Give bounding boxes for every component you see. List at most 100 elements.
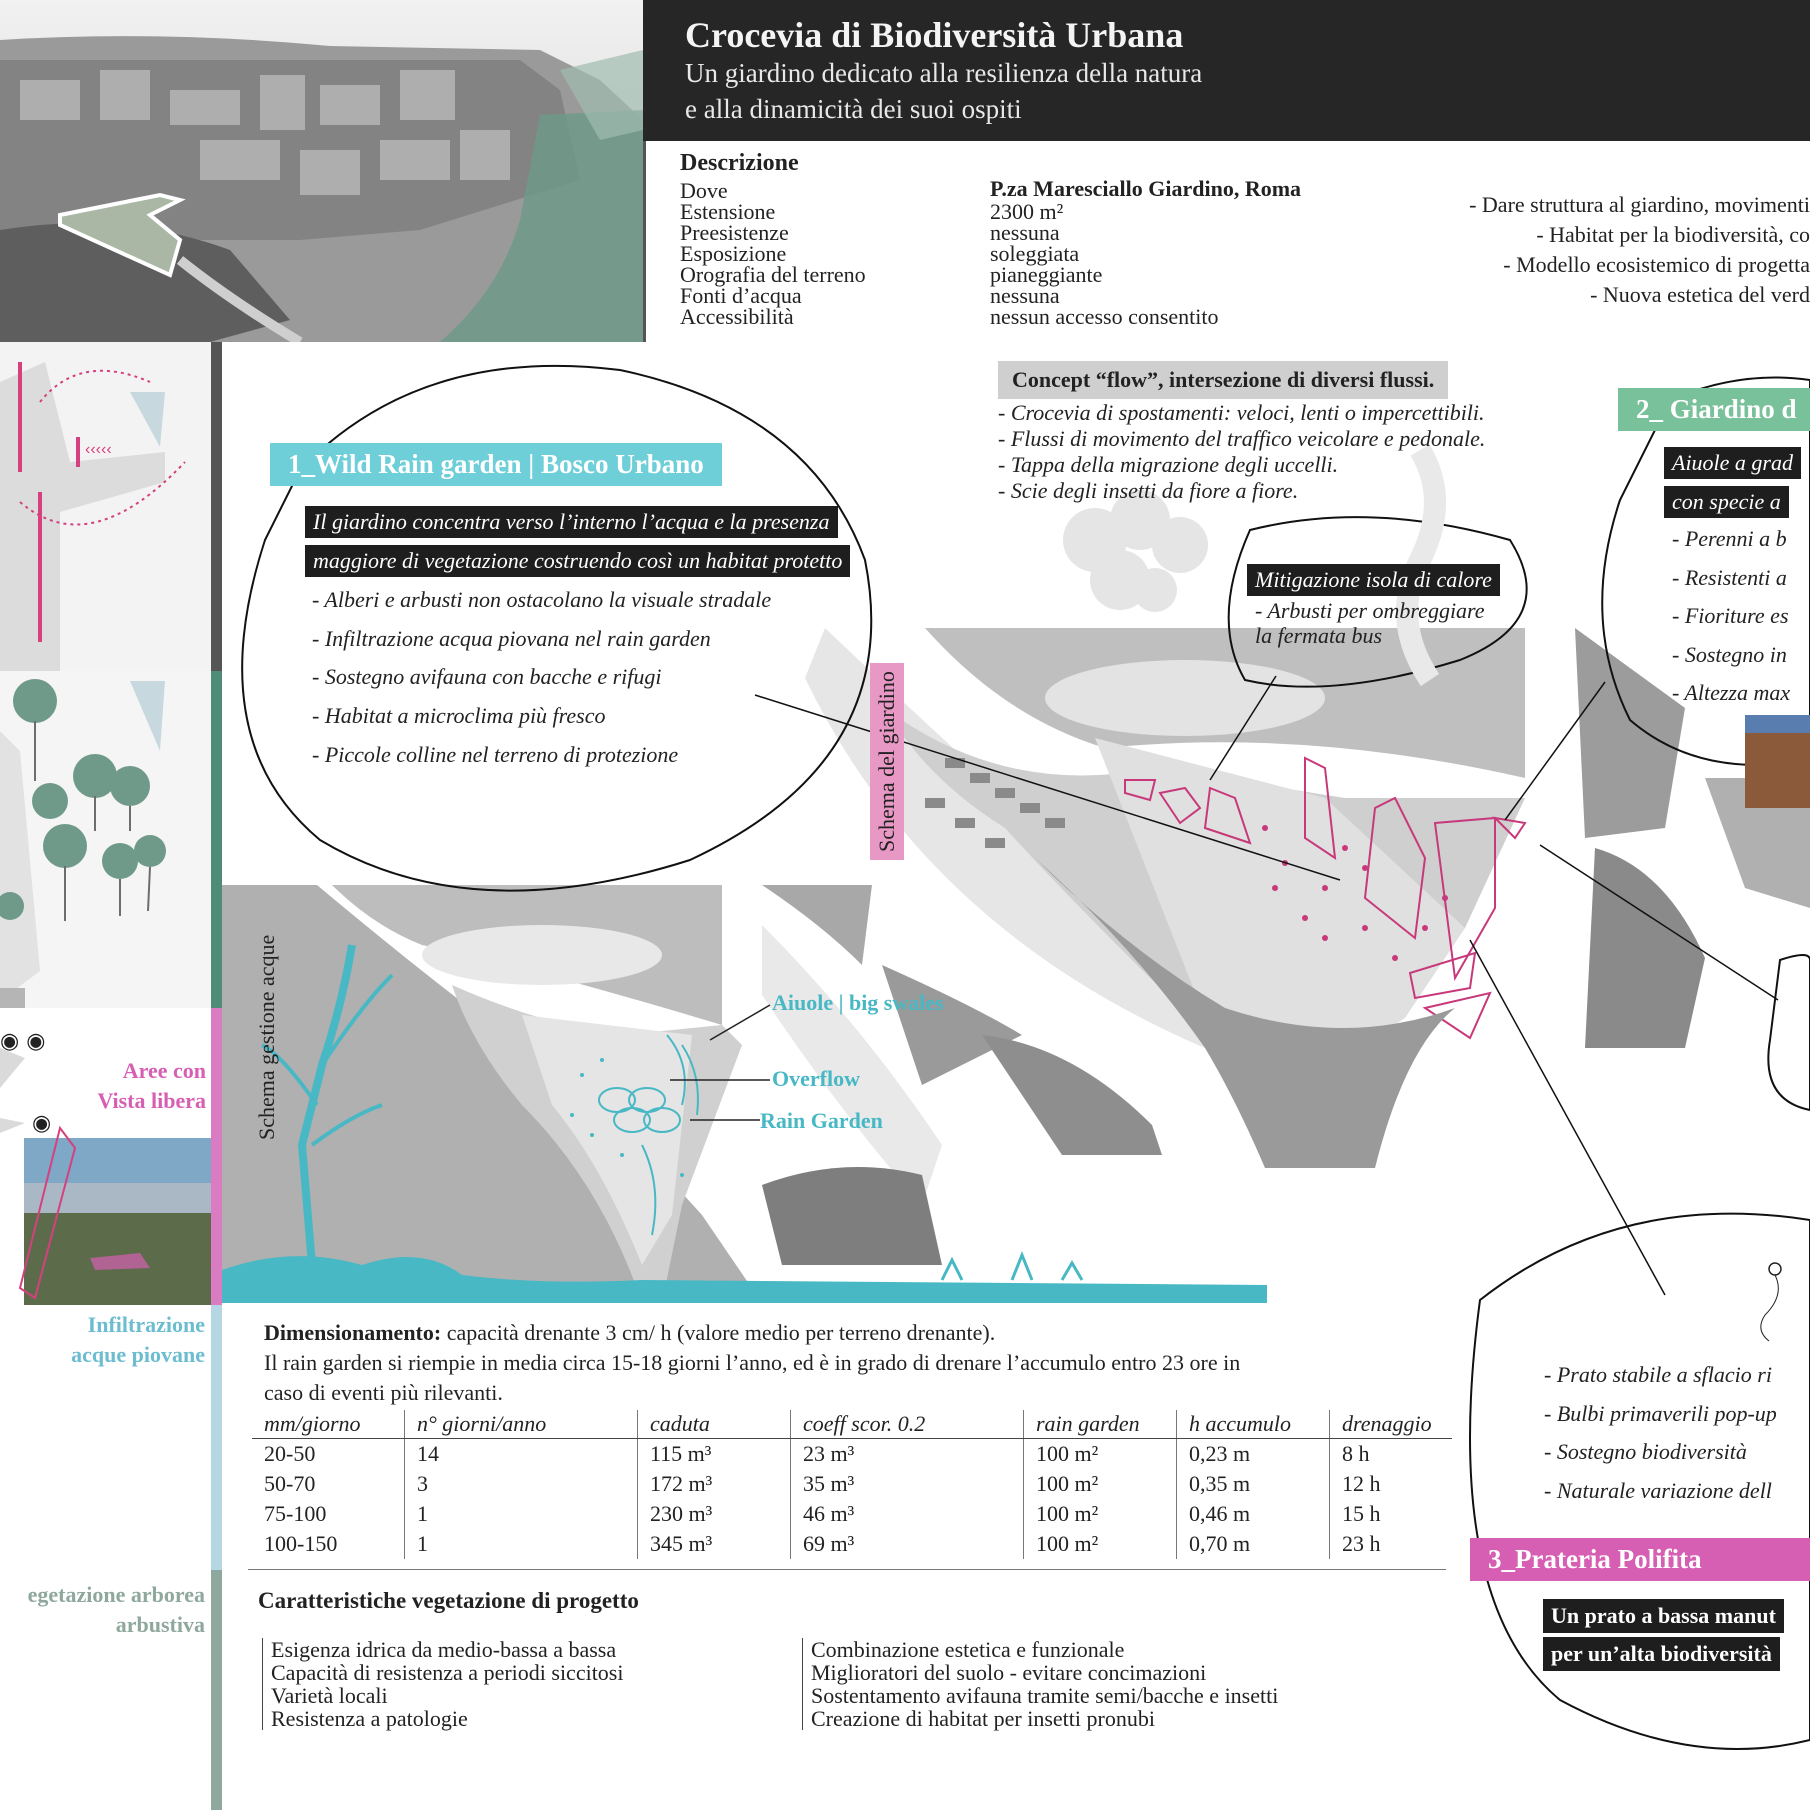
wild-rain-bullet-5: - Piccole colline nel terreno di protezi…	[312, 742, 679, 767]
rain-table-cell: 75-100	[264, 1501, 327, 1526]
strip-bar-grey	[211, 342, 222, 671]
veg-item: Resistenza a patologie	[271, 1706, 468, 1731]
garden2-bullet-3: - Fioriture es	[1672, 603, 1789, 628]
garden2-bullet-4: - Sostegno in	[1672, 642, 1787, 667]
garden2-photo	[1745, 715, 1810, 808]
veg-label-line-1: egetazione arborea	[27, 1582, 205, 1607]
desc-label-preesistenze: Preesistenze	[680, 220, 789, 245]
rain-table-cell: 230 m³	[637, 1499, 791, 1529]
description-title: Descrizione	[680, 150, 799, 176]
rain-table-cell: 100 m²	[1023, 1469, 1177, 1499]
header-giorni-anno: n° giorni/anno	[404, 1410, 638, 1439]
mitigation-line-1: - Arbusti per ombreggiare	[1255, 598, 1485, 623]
veg-item: Esigenza idrica da medio-bassa a bassa	[271, 1637, 617, 1662]
trees-illustration	[0, 671, 211, 1008]
schema-water-label: Schema gestione acque	[254, 934, 279, 1140]
svg-text:◉: ◉	[32, 1111, 51, 1136]
rain-table-cell: 0,35 m	[1176, 1469, 1330, 1499]
title-band	[643, 0, 1810, 141]
header-rain-garden: rain garden	[1023, 1410, 1177, 1439]
view-label-line-1: Aree con	[122, 1058, 206, 1083]
rain-table-cell: 8 h	[1329, 1438, 1452, 1469]
page-title: Crocevia di Biodiversità Urbana	[685, 15, 1184, 55]
veg-item: Miglioratori del suolo - evitare concima…	[811, 1660, 1207, 1685]
rain-table-cell: 1	[404, 1529, 638, 1559]
rain-table: mm/giorno n° giorni/anno caduta coeff sc…	[252, 1410, 1452, 1559]
garden2-bullet-2: - Resistenti a	[1672, 565, 1787, 590]
water-schema	[222, 885, 1267, 1303]
concept-bullet-2: - Flussi di movimento del traffico veico…	[998, 426, 1486, 451]
objective-4: - Nuova estetica del verd	[1590, 282, 1810, 307]
desc-value-orografia: pianeggiante	[990, 262, 1103, 287]
header-caduta: caduta	[637, 1410, 791, 1439]
garden-plan	[805, 628, 1810, 1168]
rain-table-cell: 23 m³	[790, 1438, 1024, 1469]
svg-text:‹‹‹‹‹: ‹‹‹‹‹	[85, 441, 112, 458]
prairie-box-2: per un’alta biodiversità	[1543, 1637, 1780, 1671]
objective-3: - Modello ecosistemico di progetta	[1503, 252, 1810, 277]
rain-table-cell: 115 m³	[637, 1438, 791, 1469]
rain-table-cell: 0,46 m	[1176, 1499, 1330, 1529]
svg-text:◉ ◉: ◉ ◉	[0, 1029, 45, 1054]
dimensioning-text-2: Il rain garden si riempie in media circa…	[264, 1350, 1241, 1375]
rain-table-cell: 12 h	[1329, 1469, 1452, 1499]
swales-label: Aiuole | big swales	[772, 990, 944, 1015]
rain-table-cell: 35 m³	[790, 1469, 1024, 1499]
vegetation-title: Caratteristiche vegetazione di progetto	[258, 1588, 639, 1613]
rain-table-cell: 0,23 m	[1176, 1438, 1330, 1469]
rain-table-cell: 14	[404, 1438, 638, 1469]
desc-value-preesistenze: nessuna	[990, 220, 1060, 245]
aerial-photo	[0, 0, 643, 342]
prairie-bullet-3: - Sostegno biodiversità	[1544, 1439, 1747, 1464]
desc-label-orografia: Orografia del terreno	[680, 262, 866, 287]
rain-table-cell: 3	[404, 1469, 638, 1499]
subtitle-line-1: Un giardino dedicato alla resilienza del…	[685, 58, 1203, 88]
description-separator	[643, 141, 646, 342]
desc-value-estensione: 2300 m²	[990, 199, 1064, 224]
rain-table-header: mm/giorno n° giorni/anno caduta coeff sc…	[252, 1410, 1452, 1439]
desc-label-fonti: Fonti d’acqua	[680, 283, 802, 308]
desc-value-accessibilita: nessun accesso consentito	[990, 304, 1219, 329]
view-label-line-2: Vista libera	[97, 1088, 206, 1113]
objective-1: - Dare struttura al giardino, movimenti	[1469, 192, 1810, 217]
infiltration-label-line-1: Infiltrazione	[87, 1312, 205, 1337]
wild-rain-bullet-2: - Infiltrazione acqua piovana nel rain g…	[312, 626, 711, 651]
wild-rain-tag: 1_Wild Rain garden | Bosco Urbano	[270, 443, 722, 486]
garden2-bullet-1: - Perenni a b	[1672, 526, 1787, 551]
prairie-bullet-4: - Naturale variazione dell	[1544, 1478, 1772, 1503]
wild-rain-bullet-1: - Alberi e arbusti non ostacolano la vis…	[312, 587, 772, 612]
subtitle-line-2: e alla dinamicità dei suoi ospiti	[685, 94, 1022, 124]
rain-table-cell: 46 m³	[790, 1499, 1024, 1529]
rain-table-cell: 20-50	[264, 1441, 316, 1466]
strip-bar-sage	[211, 1570, 222, 1810]
prairie-bullet-1: - Prato stabile a sflacio ri	[1544, 1362, 1772, 1387]
veg-label-line-2: arbustiva	[115, 1612, 205, 1637]
vegetation-col-2: Combinazione estetica e funzionale Migli…	[802, 1638, 1278, 1730]
garden2-box-1: Aiuole a grad	[1664, 447, 1801, 479]
concept-bullet-4: - Scie degli insetti da fiore a fiore.	[998, 478, 1299, 503]
prairie-tag: 3_Prateria Polifita	[1470, 1538, 1810, 1581]
wild-rain-intro-1: Il giardino concentra verso l’interno l’…	[305, 506, 838, 538]
header-drenaggio: drenaggio	[1329, 1410, 1452, 1439]
rain-table-cell: 23 h	[1329, 1529, 1452, 1559]
desc-value-esposizione: soleggiata	[990, 241, 1080, 266]
rain-garden-label: Rain Garden	[760, 1108, 883, 1133]
header-coeff: coeff scor. 0.2	[790, 1410, 1024, 1439]
dimensioning-text-1: capacità drenante 3 cm/ h (valore medio …	[441, 1320, 996, 1345]
desc-label-accessibilita: Accessibilità	[680, 304, 794, 329]
concept-bullet-1: - Crocevia di spostamenti: veloci, lenti…	[998, 400, 1485, 425]
desc-label-estensione: Estensione	[680, 199, 776, 224]
mitigation-title: Mitigazione isola di calore	[1247, 564, 1500, 596]
desc-label-dove: Dove	[680, 178, 728, 203]
rain-table-cell: 345 m³	[637, 1529, 791, 1559]
garden2-tag: 2_ Giardino d	[1618, 388, 1810, 431]
table-rule	[248, 1569, 1446, 1570]
rain-table-cell: 50-70	[264, 1471, 316, 1496]
desc-value-dove: P.za Maresciallo Giardino, Roma	[990, 176, 1302, 201]
dimensioning-label: Dimensionamento:	[264, 1320, 442, 1345]
mitigation-line-2: la fermata bus	[1255, 623, 1383, 648]
rain-table-cell: 100-150	[264, 1531, 338, 1556]
